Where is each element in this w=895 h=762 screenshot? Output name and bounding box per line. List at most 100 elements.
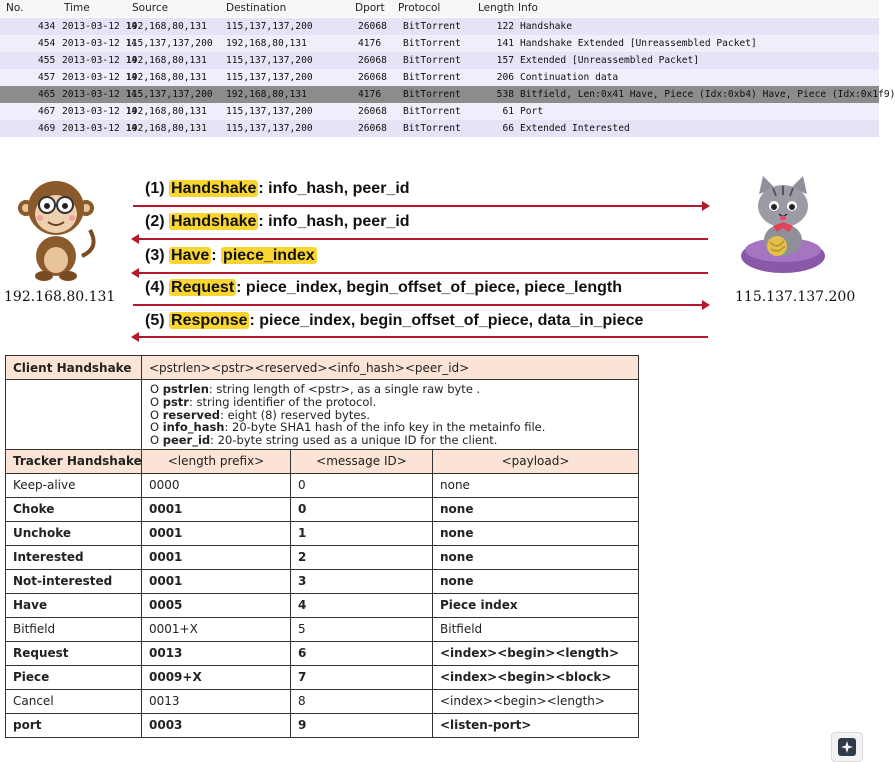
packet-len-cell: 157 — [496, 55, 514, 66]
length-prefix-cell: 0013 — [141, 688, 291, 714]
packet-info-cell: Handshake Extended [Unreassembled Packet… — [520, 38, 757, 49]
packet-len-cell: 538 — [496, 89, 514, 100]
message-id-cell: 8 — [290, 688, 433, 714]
message-fields: info_hash, peer_id — [263, 180, 410, 197]
column-header[interactable]: Dport — [355, 2, 385, 14]
column-header[interactable]: Time — [64, 2, 90, 14]
packet-src-cell: 192,168,80,131 — [126, 21, 207, 32]
flow-message: (2) Handshake: info_hash, peer_id — [145, 213, 410, 231]
message-type-name: Request — [5, 640, 142, 666]
field-name: info_hash — [162, 420, 225, 435]
payload-cell: none — [432, 472, 639, 498]
length-prefix-cell: 0000 — [141, 472, 291, 498]
field-description: O pstrlen: string length of <pstr>, as a… — [150, 383, 631, 396]
flow-message: (5) Response: piece_index, begin_offset_… — [145, 312, 643, 330]
message-separator: : — [249, 312, 255, 329]
field-text: : 20-byte SHA1 hash of the info key in t… — [224, 420, 546, 435]
payload-header: <payload> — [432, 448, 639, 474]
packet-dst-cell: 192,168,80,131 — [226, 38, 307, 49]
column-header[interactable]: No. — [6, 2, 24, 14]
field-description: O pstr: string identifier of the protoco… — [150, 394, 631, 409]
packet-proto-cell: BitTorrent — [403, 55, 461, 66]
length-prefix-cell: 0003 — [141, 712, 291, 738]
arrow-to-client — [131, 234, 708, 244]
field-name: peer_id — [162, 433, 211, 448]
monkey-icon — [18, 181, 96, 281]
length-prefix-cell: 0001 — [141, 496, 291, 522]
payload-cell: none — [432, 544, 639, 570]
message-number: (3) — [145, 247, 165, 264]
packet-len-cell: 61 — [502, 106, 514, 117]
column-header[interactable]: Source — [132, 2, 169, 14]
message-type-name: Unchoke — [5, 520, 142, 546]
packet-time-cell: 2013-03-12 14 — [62, 89, 138, 100]
length-prefix-cell: 0013 — [141, 640, 291, 666]
packet-len-cell: 141 — [496, 38, 514, 49]
bullet: O — [150, 433, 163, 448]
length-prefix-cell: 0009+X — [141, 664, 291, 690]
column-header[interactable]: Destination — [226, 2, 287, 14]
packet-time-cell: 2013-03-12 14 — [62, 55, 138, 66]
message-id-cell: 4 — [290, 592, 433, 618]
column-header[interactable]: Length — [478, 2, 515, 14]
packet-info-cell: Bitfield, Len:0x41 Have, Piece (Idx:0xb4… — [520, 89, 895, 100]
message-separator: : — [236, 279, 242, 296]
flow-message: (1) Handshake: info_hash, peer_id — [145, 180, 410, 198]
field-text: : string length of <pstr>, as a single r… — [208, 382, 481, 396]
message-id-cell: 7 — [290, 664, 433, 690]
packet-list-header: No. Time Source Destination Dport Protoc… — [0, 0, 879, 17]
packet-no-cell: 465 — [38, 89, 56, 100]
length-prefix-cell: 0005 — [141, 592, 291, 618]
packet-dport-cell: 26068 — [358, 123, 387, 134]
packet-dport-cell: 26068 — [358, 21, 387, 32]
bullet: O — [150, 394, 163, 409]
message-name: Have — [169, 247, 212, 264]
message-type-name: Keep-alive — [5, 472, 142, 498]
packet-dst-cell: 115,137,137,200 — [226, 21, 313, 32]
client-ip: 192.168.80.131 — [4, 289, 116, 305]
assistant-button[interactable] — [831, 732, 863, 762]
packet-proto-cell: BitTorrent — [403, 38, 461, 49]
message-id-cell: 0 — [290, 472, 433, 498]
message-type-name: port — [5, 712, 142, 738]
field-description: O peer_id: 20-byte string used as a uniq… — [150, 434, 631, 447]
packet-src-cell: 192,168,80,131 — [126, 123, 207, 134]
length-prefix-cell: 0001+X — [141, 616, 291, 642]
packet-no-cell: 469 — [38, 123, 56, 134]
packet-len-cell: 122 — [496, 21, 514, 32]
packet-src-cell: 192,168,80,131 — [126, 72, 207, 83]
packet-time-cell: 2013-03-12 14 — [62, 21, 138, 32]
packet-no-cell: 454 — [38, 38, 56, 49]
payload-cell: Bitfield — [432, 616, 639, 642]
handshake-field-descriptions: O pstrlen: string length of <pstr>, as a… — [141, 379, 639, 450]
packet-time-cell: 2013-03-12 14 — [62, 72, 138, 83]
packet-no-cell: 434 — [38, 21, 56, 32]
bullet: O — [150, 407, 163, 422]
message-fields: piece_index, begin_offset_of_piece, data… — [254, 312, 644, 329]
packet-src-cell: 115,137,137,200 — [126, 38, 213, 49]
message-name: Handshake — [169, 213, 259, 230]
column-header[interactable]: Info — [518, 2, 538, 14]
payload-cell: <index><begin><block> — [432, 664, 639, 690]
packet-dst-cell: 192,168,80,131 — [226, 89, 307, 100]
message-type-name: Cancel — [5, 688, 142, 714]
message-separator: : — [211, 247, 217, 264]
message-type-name: Choke — [5, 496, 142, 522]
column-header[interactable]: Protocol — [398, 2, 441, 14]
protocol-spec-table: Client Handshake <pstrlen><pstr><reserve… — [5, 355, 639, 738]
message-id-header: <message ID> — [290, 448, 433, 474]
